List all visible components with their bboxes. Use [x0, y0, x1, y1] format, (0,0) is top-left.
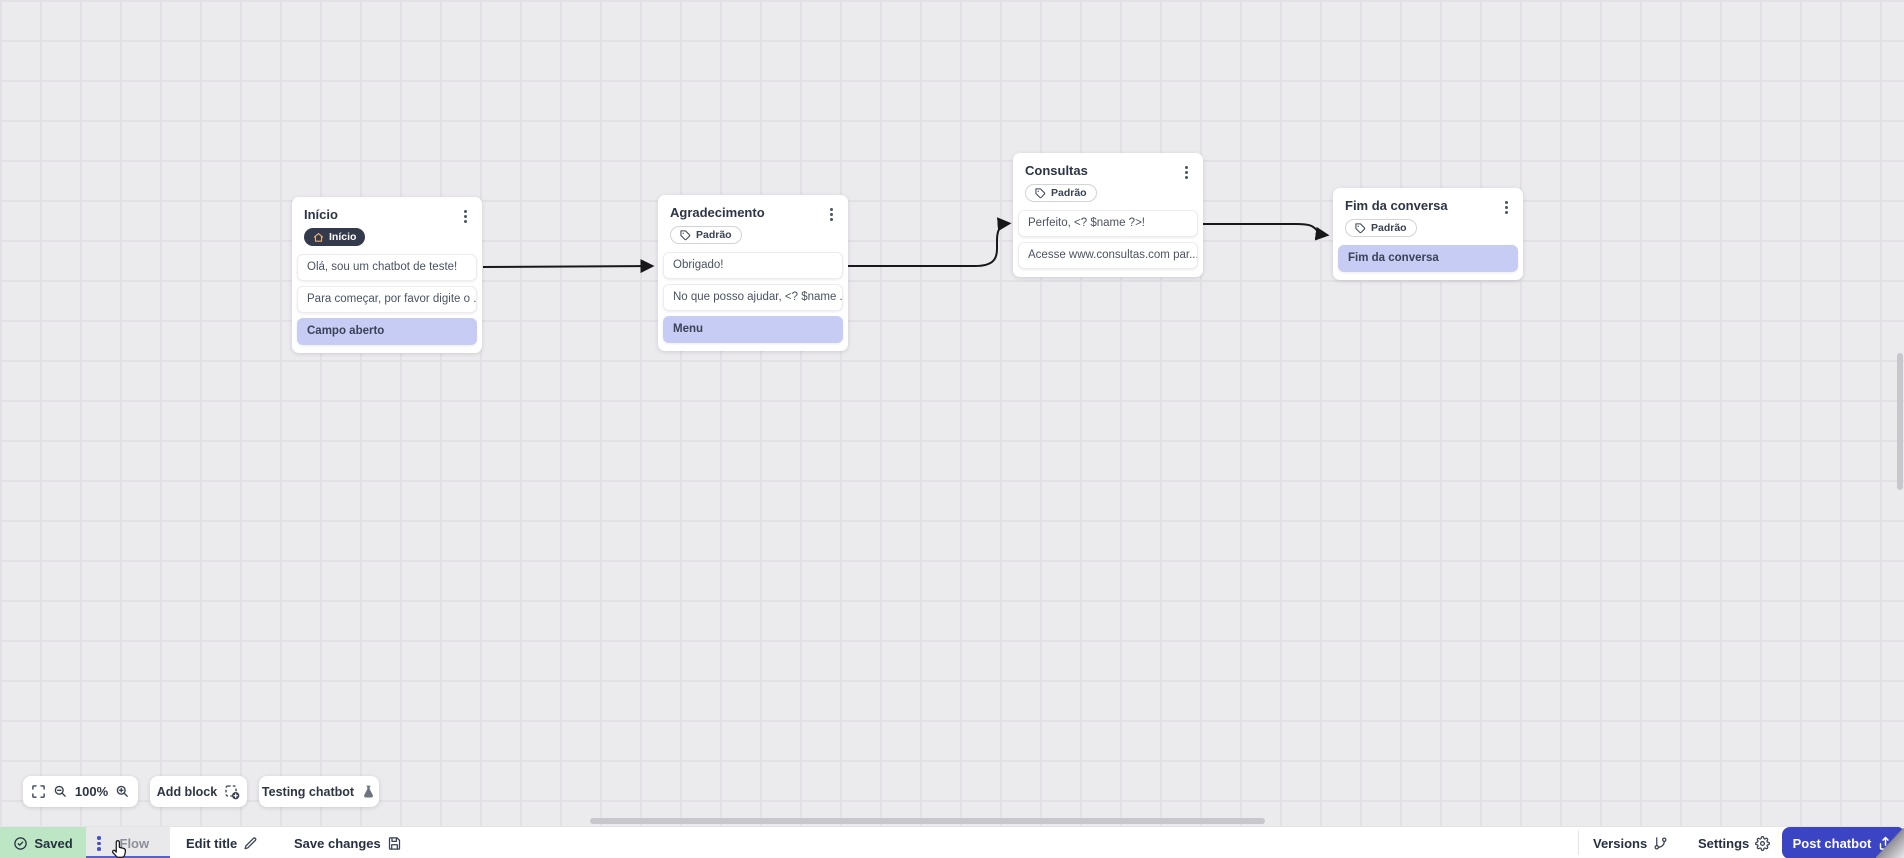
drag-handle-icon[interactable] [94, 834, 104, 853]
vertical-scrollbar[interactable] [1897, 353, 1903, 490]
zoom-in-icon[interactable] [115, 784, 130, 799]
add-block-button[interactable]: Add block [150, 776, 247, 807]
tab-flow-label: Flow [119, 835, 150, 851]
node-menu-icon[interactable] [1182, 164, 1191, 181]
bubble-no-que-posso-ajudar[interactable]: No que posso ajudar, <? $name ... [663, 284, 843, 311]
status-bar: Saved Flow Edit title Save changes Versi… [0, 826, 1904, 858]
fullscreen-icon[interactable] [31, 784, 46, 799]
bubble-obrigado[interactable]: Obrigado! [663, 252, 843, 279]
pencil-icon [243, 836, 258, 851]
save-icon [387, 836, 402, 851]
node-title: Consultas [1025, 163, 1088, 178]
block-fim-da-conversa[interactable]: Fim da conversa [1338, 245, 1518, 272]
statusbar-divider [1578, 831, 1579, 855]
tab-flow[interactable]: Flow [86, 827, 170, 858]
check-circle-icon [13, 836, 28, 851]
node-title: Fim da conversa [1345, 198, 1448, 213]
node-menu-icon[interactable] [461, 208, 470, 225]
settings-button[interactable]: Settings [1698, 827, 1771, 858]
connection-consultas-fim [1203, 223, 1330, 241]
home-icon [313, 232, 324, 243]
node-menu-icon[interactable] [827, 206, 836, 223]
bubble-acesse-consultas[interactable]: Acesse www.consultas.com par... [1018, 242, 1198, 269]
add-block-icon [224, 784, 240, 800]
node-fim-da-conversa[interactable]: Fim da conversa Padrão Fim da conversa [1333, 188, 1523, 280]
horizontal-scrollbar[interactable] [590, 818, 1265, 824]
git-branch-icon [1653, 836, 1668, 851]
input-campo-aberto[interactable]: Campo aberto [297, 318, 477, 345]
saved-status: Saved [0, 827, 86, 858]
zoom-toolbar: 100% [23, 776, 138, 807]
zoom-out-icon[interactable] [53, 784, 68, 799]
bubble-ola[interactable]: Olá, sou um chatbot de teste! [297, 254, 477, 281]
node-menu-icon[interactable] [1502, 199, 1511, 216]
connection-arrows [482, 217, 1330, 274]
bubble-para-comecar[interactable]: Para começar, por favor digite o ... [297, 286, 477, 313]
tag-icon [1035, 187, 1046, 199]
input-menu[interactable]: Menu [663, 316, 843, 343]
group-badge-inicio: Início [304, 228, 366, 246]
testing-chatbot-button[interactable]: Testing chatbot [259, 776, 379, 807]
node-title: Início [304, 207, 338, 222]
group-badge-padrao: Padrão [670, 226, 742, 244]
node-inicio[interactable]: Início Início Olá, sou um chatbot de tes… [292, 197, 482, 353]
upload-icon [1878, 836, 1893, 851]
node-title: Agradecimento [670, 205, 765, 220]
flask-icon [361, 784, 376, 799]
post-chatbot-button[interactable]: Post chatbot [1782, 827, 1904, 858]
flow-canvas[interactable]: Início Início Olá, sou um chatbot de tes… [0, 0, 1904, 826]
save-changes-button[interactable]: Save changes [294, 827, 402, 858]
tag-icon [680, 229, 691, 241]
edit-title-button[interactable]: Edit title [186, 827, 258, 858]
connection-agradecimento-consultas [848, 217, 1012, 267]
zoom-level: 100% [74, 784, 109, 799]
tag-icon [1355, 222, 1366, 234]
versions-button[interactable]: Versions [1593, 827, 1668, 858]
bubble-perfeito[interactable]: Perfeito, <? $name ?>! [1018, 210, 1198, 237]
node-consultas[interactable]: Consultas Padrão Perfeito, <? $name ?>! … [1013, 153, 1203, 277]
gear-icon [1755, 835, 1771, 851]
group-badge-padrao: Padrão [1345, 219, 1417, 237]
group-badge-padrao: Padrão [1025, 184, 1097, 202]
connection-inicio-agradecimento [482, 259, 655, 274]
node-agradecimento[interactable]: Agradecimento Padrão Obrigado! No que po… [658, 195, 848, 351]
